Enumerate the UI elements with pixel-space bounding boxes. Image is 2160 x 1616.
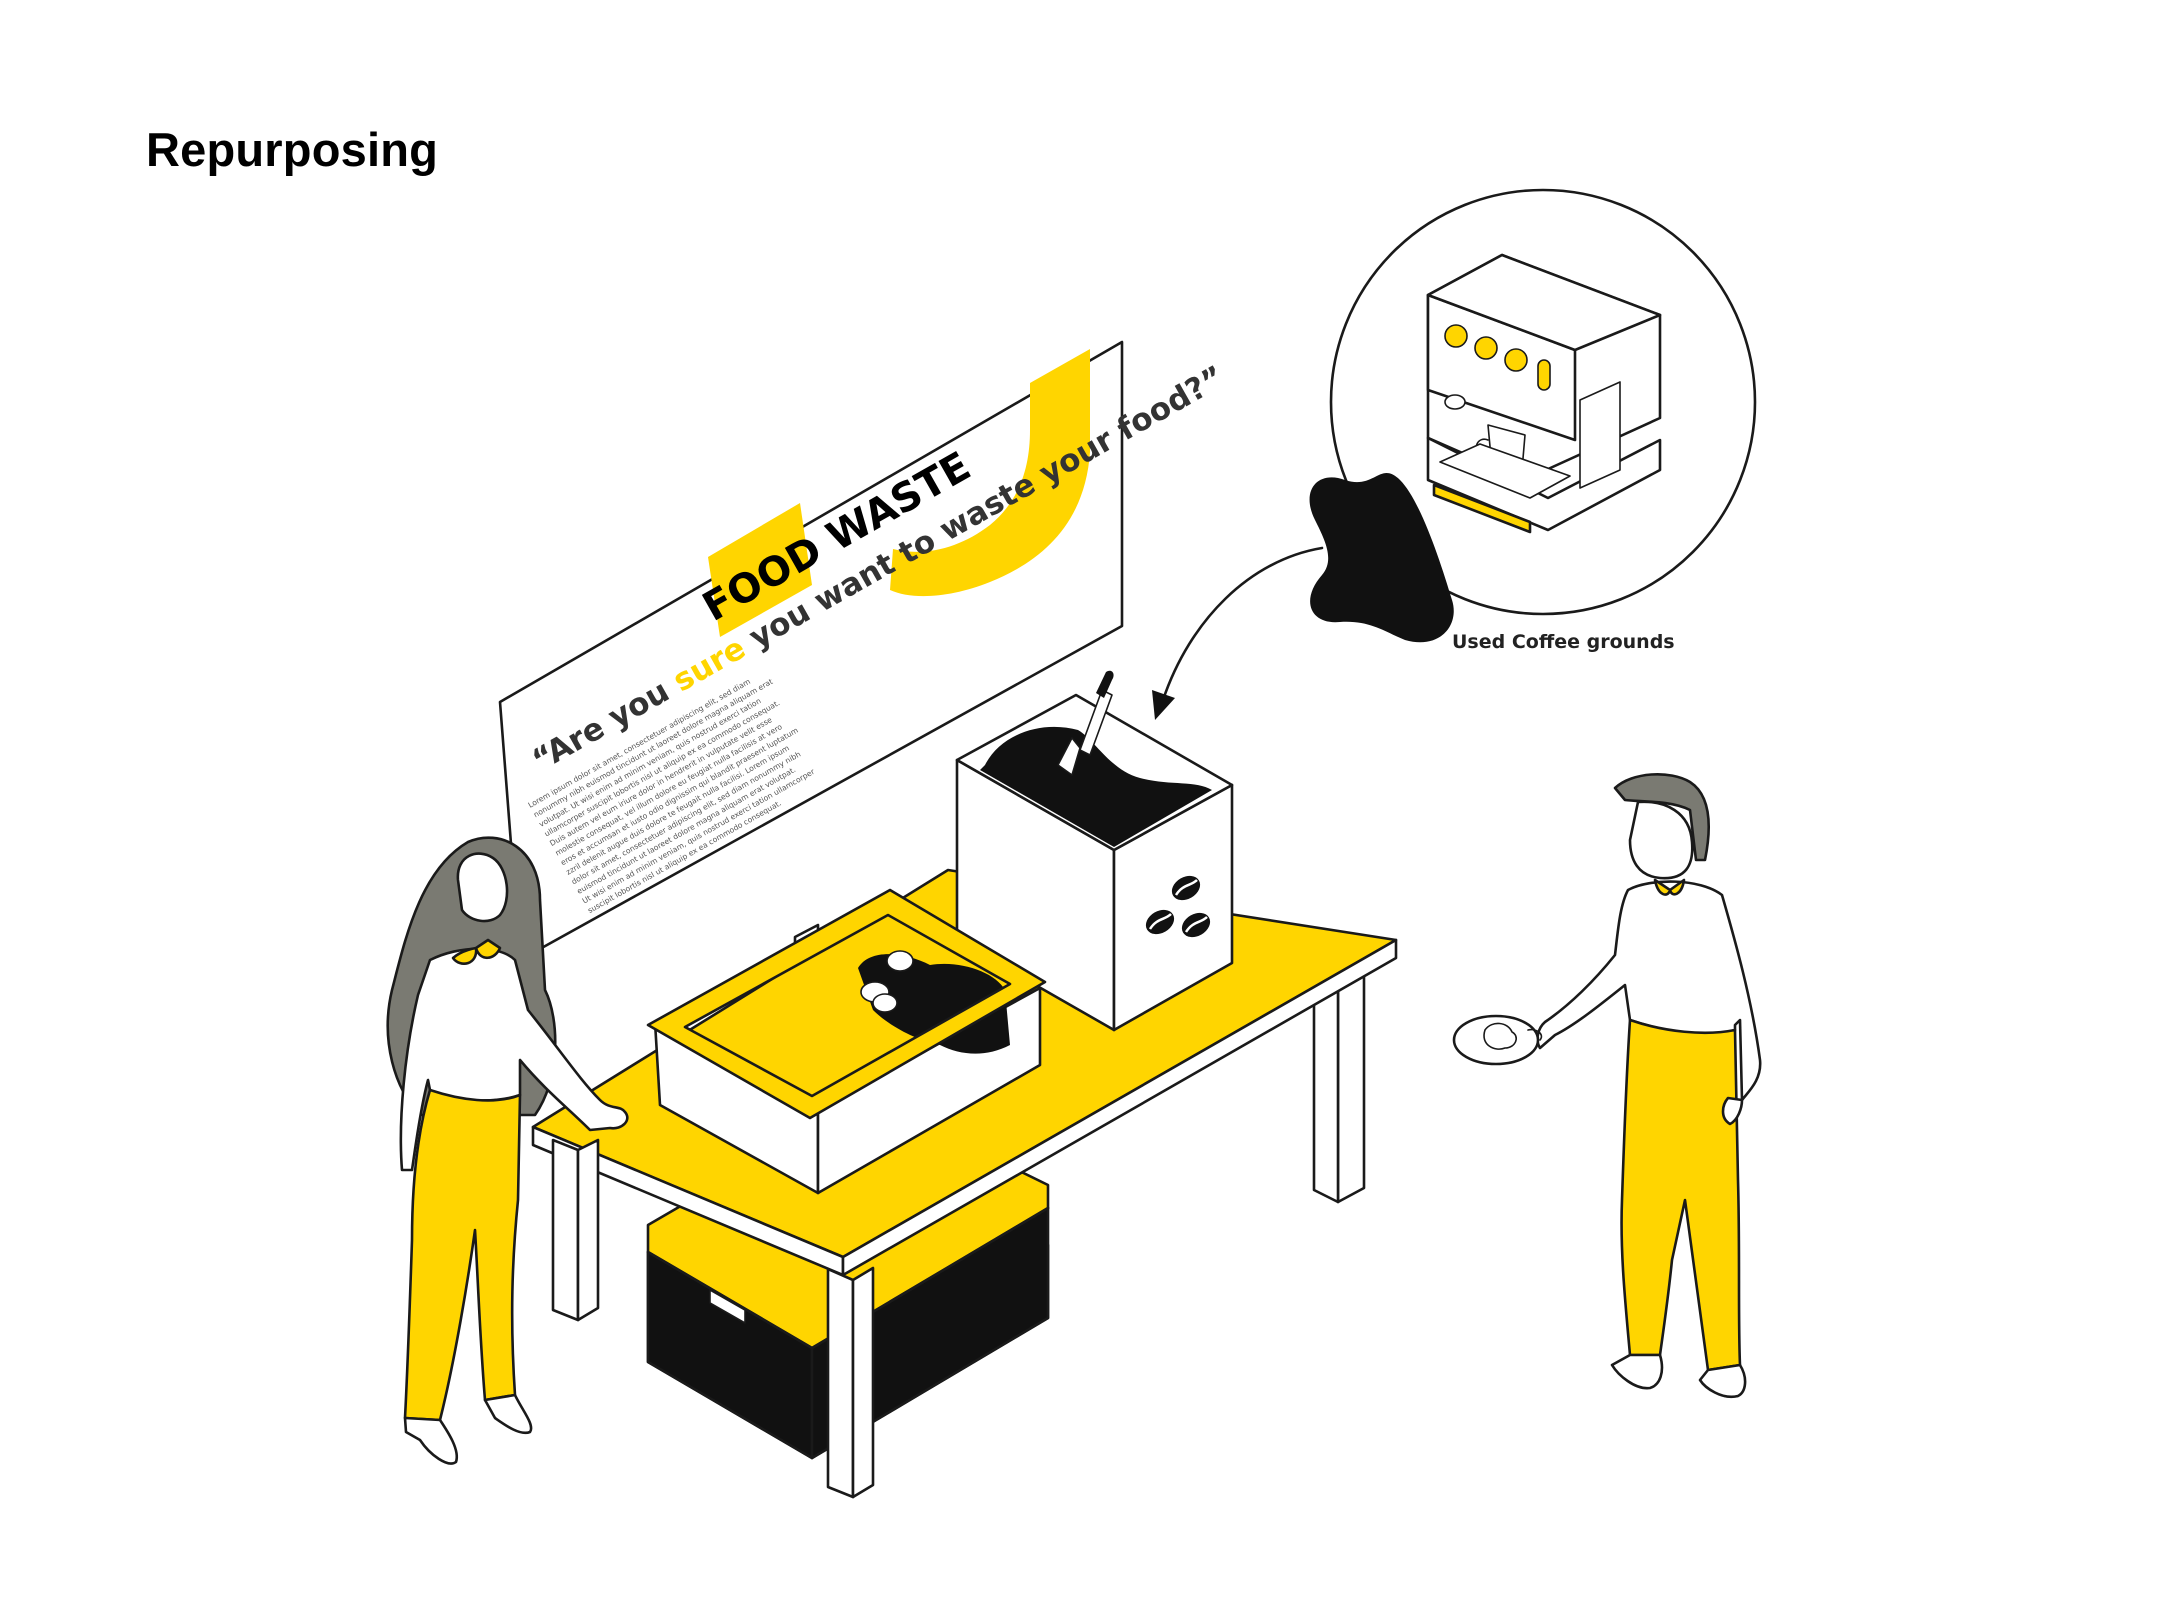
food-plate — [1452, 1014, 1543, 1066]
food-waste-tray — [646, 888, 1047, 1195]
espresso-machine-icon — [1426, 253, 1662, 534]
callout-label: Used Coffee grounds — [1452, 631, 1675, 653]
coffee-beans-icon — [1145, 875, 1211, 938]
page-title: Repurposing — [146, 123, 439, 176]
banner-yellow-arc — [890, 349, 1090, 597]
woman-figure — [386, 836, 629, 1465]
espresso-callout: Used Coffee grounds — [1309, 188, 1757, 653]
food-waste-banner: FOOD WASTE “Are you sure you want to was… — [498, 340, 1231, 962]
curved-arrow-icon — [1152, 546, 1324, 720]
coffee-grounds-blob — [1309, 472, 1454, 643]
table — [531, 868, 1398, 1499]
man-figure — [1452, 773, 1762, 1399]
